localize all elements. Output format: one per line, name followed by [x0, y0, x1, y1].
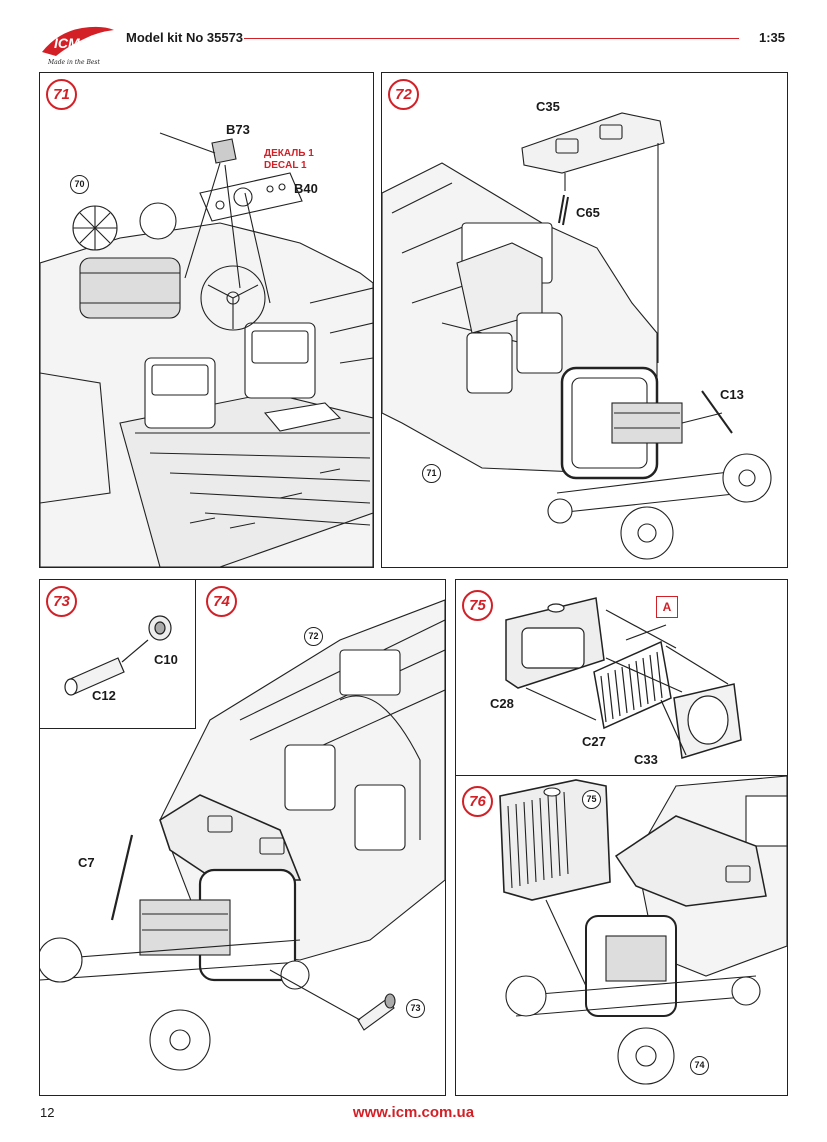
part-c10-label: C10 [154, 652, 178, 667]
part-c35-label: C35 [536, 99, 560, 114]
marker-a: A [656, 596, 678, 618]
part-c13-label: C13 [720, 387, 744, 402]
part-c7-label: C7 [78, 855, 95, 870]
website-link[interactable]: www.icm.com.ua [352, 1104, 475, 1121]
part-c12-label: C12 [92, 688, 116, 703]
step-71-ref-70: 70 [70, 175, 89, 194]
decal-1-label-en: DECAL 1 [264, 160, 307, 171]
step-72-panel: 72 C35 C65 C13 71 [381, 72, 788, 568]
step-74-badge: 74 [206, 586, 237, 617]
part-c28-label: C28 [490, 696, 514, 711]
step-72-illustration [382, 112, 772, 560]
step-73-panel: 73 C10 C12 [39, 579, 196, 729]
step-75-illustration [505, 597, 742, 759]
part-c33-label: C33 [634, 752, 658, 767]
step-71-illustration [40, 132, 373, 567]
step-73-illustration [64, 615, 172, 696]
step-76-badge: 76 [462, 786, 493, 817]
decal-1-label-ru: ДЕКАЛЬ 1 [264, 148, 314, 159]
step-76-ref-75: 75 [582, 790, 601, 809]
part-b73-label: B73 [226, 122, 250, 137]
logo-slogan: Made in the Best [47, 59, 100, 66]
scale-label: 1:35 [758, 30, 785, 45]
part-c27-label: C27 [582, 734, 606, 749]
step-73-badge: 73 [46, 586, 77, 617]
step-76-illustration [499, 776, 787, 1085]
header-rule [244, 38, 739, 39]
step-74-ref-72: 72 [304, 627, 323, 646]
step-74-ref-73: 73 [406, 999, 425, 1018]
step-75-panel: 75 A C28 C27 C33 [455, 579, 788, 777]
step-71-panel: 71 70 B73 ДЕКАЛЬ 1 DECAL 1 B40 [39, 72, 374, 568]
page-header: ICM Made in the Best Model kit No 35573 … [0, 0, 827, 70]
step-72-badge: 72 [388, 79, 419, 110]
step-75-badge: 75 [462, 590, 493, 621]
step-71-badge: 71 [46, 79, 77, 110]
step-74-illustration [40, 599, 445, 1071]
part-b40-label: B40 [294, 181, 318, 196]
icm-logo: ICM Made in the Best [42, 26, 114, 66]
kit-title: Model kit No 35573 [126, 30, 244, 45]
step-74-panel: 74 72 C7 73 [39, 579, 446, 1096]
step-76-ref-74: 74 [690, 1056, 709, 1075]
part-c65-label: C65 [576, 205, 600, 220]
step-76-panel: 76 75 74 [455, 775, 788, 1096]
step-72-ref-71: 71 [422, 464, 441, 483]
page-number: 12 [40, 1105, 55, 1120]
logo-text: ICM [54, 35, 80, 51]
